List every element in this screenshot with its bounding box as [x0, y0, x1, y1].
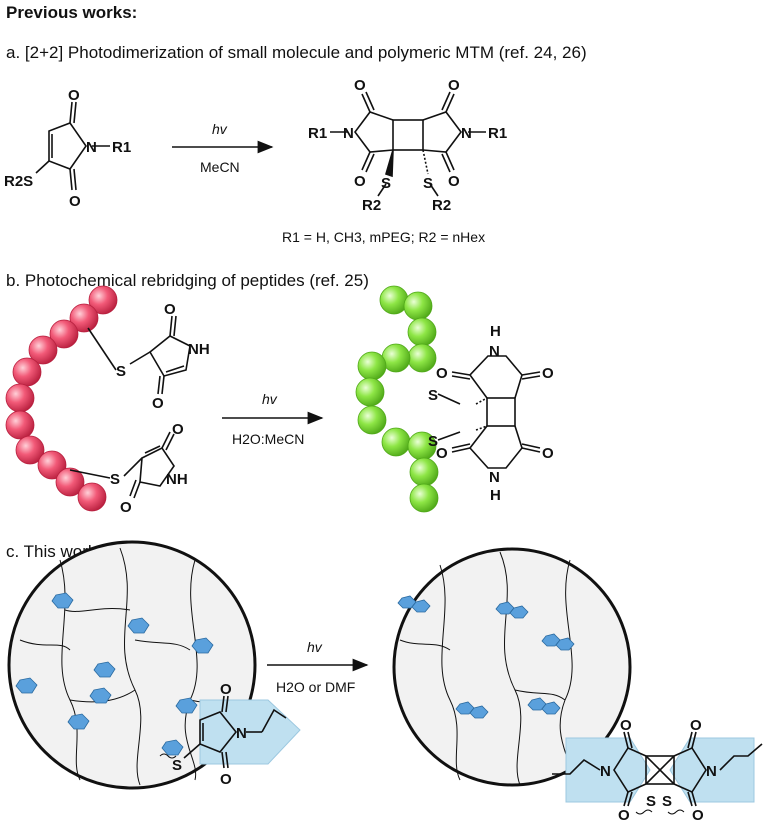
svg-text:N: N: [236, 725, 247, 742]
svg-text:O: O: [172, 421, 184, 438]
svg-text:S: S: [423, 175, 433, 192]
svg-text:O: O: [542, 365, 554, 382]
svg-text:H2O:MeCN: H2O:MeCN: [232, 431, 304, 447]
network-before: [7, 540, 257, 790]
svg-text:O: O: [618, 807, 630, 824]
svg-text:O: O: [690, 717, 702, 734]
svg-text:R1 = H, CH3, mPEG; R2 = nHex: R1 = H, CH3, mPEG; R2 = nHex: [282, 229, 485, 245]
svg-text:S: S: [662, 793, 672, 810]
svg-text:S: S: [646, 793, 656, 810]
svg-text:N: N: [489, 343, 500, 360]
svg-text:N: N: [489, 469, 500, 486]
svg-text:R1: R1: [112, 139, 131, 156]
svg-text:NH: NH: [166, 471, 188, 488]
svg-text:O: O: [448, 173, 460, 190]
svg-text:O: O: [354, 77, 366, 94]
svg-text:R2: R2: [432, 197, 451, 214]
svg-text:O: O: [152, 395, 164, 412]
svg-text:O: O: [164, 301, 176, 318]
svg-text:N: N: [706, 763, 717, 780]
section-b-title: b. Photochemical rebridging of peptides …: [6, 271, 369, 290]
svg-text:O: O: [692, 807, 704, 824]
svg-text:O: O: [220, 681, 232, 698]
svg-text:O: O: [620, 717, 632, 734]
svg-text:O: O: [448, 77, 460, 94]
svg-text:S: S: [428, 387, 438, 404]
section-a-labels: O N O R1 R2S hv MeCN O O N N R1 R1 O O S…: [4, 77, 507, 245]
svg-text:H: H: [490, 323, 501, 340]
svg-text:O: O: [354, 173, 366, 190]
green-peptide-chain: [355, 285, 439, 513]
section-b-labels: S O NH O S O NH O hv H2O:MeCN S S H N O …: [110, 301, 554, 516]
mtm-dimer-callout: O O N N O O S S: [552, 717, 763, 824]
red-peptide-chain: [5, 285, 118, 512]
svg-text:O: O: [436, 445, 448, 462]
svg-text:O: O: [68, 87, 80, 104]
page-heading: Previous works:: [6, 3, 138, 22]
svg-text:N: N: [461, 125, 472, 142]
network-after: [392, 547, 632, 787]
svg-text:O: O: [220, 771, 232, 788]
section-a-scheme: [35, 91, 486, 197]
section-b-scheme: [69, 315, 541, 499]
svg-text:R2: R2: [362, 197, 381, 214]
svg-text:O: O: [120, 499, 132, 516]
svg-text:O: O: [542, 445, 554, 462]
svg-text:S: S: [428, 433, 438, 450]
svg-text:N: N: [86, 139, 97, 156]
mtm-monomer-callout: O N O S: [159, 681, 301, 788]
svg-text:S: S: [116, 363, 126, 380]
svg-text:R2S: R2S: [4, 173, 33, 190]
svg-text:O: O: [69, 193, 81, 210]
svg-text:H: H: [490, 487, 501, 504]
svg-text:NH: NH: [188, 341, 210, 358]
svg-text:S: S: [110, 471, 120, 488]
svg-text:MeCN: MeCN: [200, 159, 240, 175]
svg-text:S: S: [381, 175, 391, 192]
svg-text:S: S: [172, 757, 182, 774]
svg-text:hv: hv: [212, 121, 228, 137]
section-a-title: a. [2+2] Photodimerization of small mole…: [6, 43, 587, 62]
svg-text:R1: R1: [308, 125, 327, 142]
svg-text:hv: hv: [262, 391, 278, 407]
svg-text:R1: R1: [488, 125, 507, 142]
svg-text:O: O: [436, 365, 448, 382]
section-c-arrow: hv H2O or DMF: [267, 639, 369, 695]
svg-text:H2O or DMF: H2O or DMF: [276, 679, 355, 695]
svg-text:N: N: [343, 125, 354, 142]
svg-text:hv: hv: [307, 639, 323, 655]
svg-text:N: N: [600, 763, 611, 780]
